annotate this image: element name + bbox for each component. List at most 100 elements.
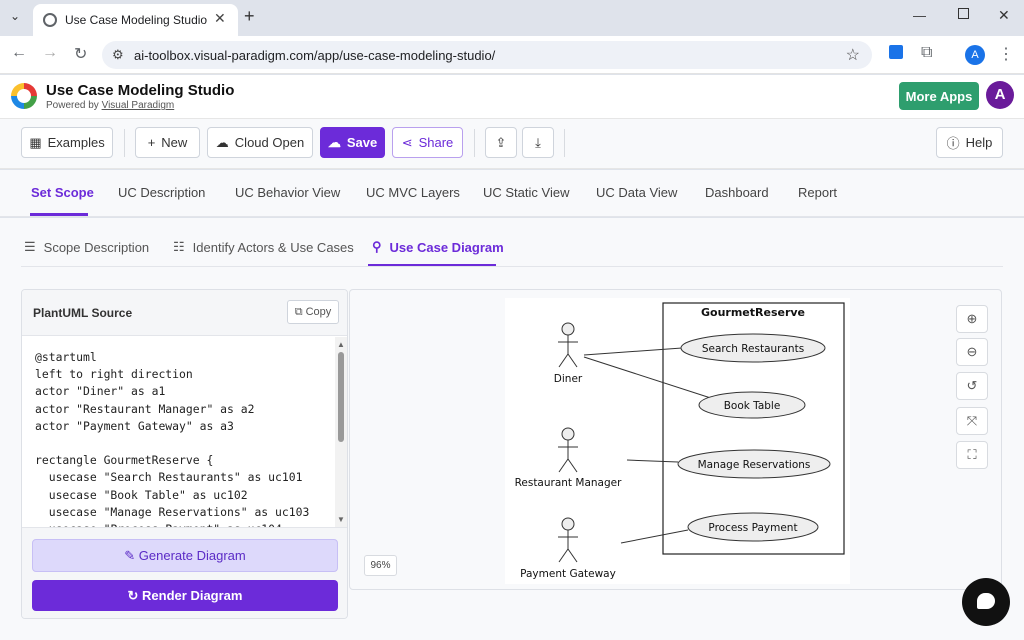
usecase-book-table[interactable] bbox=[698, 391, 806, 419]
usecase-label: Process Payment bbox=[708, 522, 797, 534]
zoom-in-icon[interactable]: ⊕ bbox=[956, 305, 988, 333]
usecase-label: Search Restaurants bbox=[702, 343, 804, 355]
maximize-icon[interactable] bbox=[958, 8, 969, 19]
fullscreen-icon[interactable]: ⛶ bbox=[956, 441, 988, 469]
system-name: GourmetReserve bbox=[701, 306, 805, 319]
upload-icon: ⇪ bbox=[495, 134, 507, 150]
actor-diner[interactable] bbox=[558, 322, 578, 368]
panel-footer: ✎ Generate Diagram ↻ Render Diagram bbox=[22, 527, 347, 618]
divider bbox=[124, 129, 125, 157]
new-button[interactable]: +New bbox=[135, 127, 200, 158]
browser-menu-icon[interactable]: ⋮ bbox=[998, 46, 1014, 63]
scroll-up-icon[interactable]: ▲ bbox=[337, 340, 345, 349]
usecase-manage-reservations[interactable] bbox=[677, 449, 831, 479]
extension-icon[interactable] bbox=[889, 45, 903, 59]
zoom-level: 96% bbox=[364, 555, 397, 576]
panel-header: PlantUML Source ⧉ Copy bbox=[22, 290, 347, 336]
associations bbox=[583, 347, 721, 544]
globe-icon bbox=[43, 13, 57, 27]
browser-tab[interactable]: Use Case Modeling Studio ✕ bbox=[33, 4, 238, 36]
divider bbox=[474, 129, 475, 157]
chat-bubble-icon[interactable] bbox=[962, 578, 1010, 626]
download-button[interactable]: ⤓ bbox=[522, 127, 554, 158]
use-case-diagram: GourmetReserve Diner Restaurant Manager … bbox=[505, 298, 850, 584]
subtab-scope-description[interactable]: ☰Scope Description bbox=[24, 239, 150, 255]
tab-uc-mvc-layers[interactable]: UC MVC Layers bbox=[366, 185, 460, 200]
close-window-icon[interactable]: ✕ bbox=[998, 7, 1010, 23]
actor-payment-gateway[interactable] bbox=[558, 517, 578, 563]
close-tab-icon[interactable]: ✕ bbox=[214, 10, 226, 26]
zoom-out-icon[interactable]: ⊖ bbox=[956, 338, 988, 366]
cloud-open-button[interactable]: ☁Cloud Open bbox=[207, 127, 313, 158]
browser-tab-title: Use Case Modeling Studio bbox=[65, 13, 208, 27]
usecase-process-payment[interactable] bbox=[687, 512, 819, 542]
plus-icon: + bbox=[147, 135, 156, 150]
subtab-identify-actors[interactable]: ☷Identify Actors & Use Cases bbox=[173, 239, 354, 255]
examples-icon: ▦ bbox=[29, 134, 42, 150]
tab-dashboard[interactable]: Dashboard bbox=[705, 185, 769, 200]
fit-to-screen-icon[interactable]: ⤧ bbox=[956, 407, 988, 435]
upload-button[interactable]: ⇪ bbox=[485, 127, 517, 158]
diagram-icon: ⚲ bbox=[372, 239, 382, 254]
usecase-label: Book Table bbox=[724, 400, 781, 412]
plantuml-panel: PlantUML Source ⧉ Copy @startuml left to… bbox=[21, 289, 348, 619]
scrollbar-thumb[interactable] bbox=[338, 352, 344, 442]
more-apps-button[interactable]: More Apps bbox=[899, 82, 979, 110]
main-tabs: Set Scope UC Description UC Behavior Vie… bbox=[0, 170, 1024, 217]
active-subtab-indicator bbox=[368, 264, 496, 266]
share-button[interactable]: ⋖Share bbox=[392, 127, 463, 158]
lines-icon: ☰ bbox=[24, 239, 36, 254]
generate-diagram-button[interactable]: ✎ Generate Diagram bbox=[32, 539, 338, 572]
tab-report[interactable]: Report bbox=[798, 185, 838, 200]
powered-by: Powered by Visual Paradigm bbox=[46, 100, 175, 111]
profile-avatar[interactable]: A bbox=[965, 45, 985, 65]
toolbar: ▦Examples +New ☁Cloud Open ☁Save ⋖Share … bbox=[0, 119, 1024, 169]
list-icon: ☷ bbox=[173, 239, 185, 254]
divider bbox=[21, 266, 1003, 267]
actor-label: Payment Gateway bbox=[520, 568, 616, 580]
tab-set-scope[interactable]: Set Scope bbox=[31, 185, 94, 200]
panel-title: PlantUML Source bbox=[33, 306, 133, 320]
back-icon[interactable]: ← bbox=[11, 44, 27, 61]
extensions-puzzle-icon[interactable]: ⧉ bbox=[921, 44, 933, 61]
active-tab-indicator bbox=[30, 213, 88, 216]
examples-button[interactable]: ▦Examples bbox=[21, 127, 113, 158]
subtab-use-case-diagram[interactable]: ⚲Use Case Diagram bbox=[372, 239, 504, 255]
usecase-search-restaurants[interactable] bbox=[680, 333, 826, 363]
refresh-icon: ↻ bbox=[127, 587, 143, 603]
forward-icon[interactable]: → bbox=[42, 44, 58, 61]
code-text[interactable]: @startuml left to right direction actor … bbox=[35, 350, 310, 527]
reload-icon[interactable]: ↻ bbox=[74, 46, 88, 63]
download-icon: ⤓ bbox=[535, 134, 541, 150]
cloud-icon: ☁ bbox=[215, 134, 229, 150]
code-editor[interactable]: @startuml left to right direction actor … bbox=[22, 337, 347, 527]
tab-uc-description[interactable]: UC Description bbox=[118, 185, 206, 200]
render-diagram-button[interactable]: ↻ Render Diagram bbox=[32, 580, 338, 611]
browser-tab-strip: ⌄ Use Case Modeling Studio ✕ + — ✕ bbox=[0, 0, 1024, 36]
scroll-down-icon[interactable]: ▼ bbox=[337, 515, 345, 524]
copy-button[interactable]: ⧉ Copy bbox=[287, 300, 339, 324]
tab-uc-static-view[interactable]: UC Static View bbox=[483, 185, 570, 200]
tab-uc-data-view[interactable]: UC Data View bbox=[596, 185, 678, 200]
bookmark-star-icon[interactable]: ☆ bbox=[845, 47, 860, 64]
minimize-icon[interactable]: — bbox=[913, 8, 926, 23]
cloud-save-icon: ☁ bbox=[327, 134, 341, 150]
user-avatar[interactable]: A bbox=[986, 81, 1014, 109]
divider bbox=[564, 129, 565, 157]
address-bar: ← → ↻ ⚙ ai-toolbox.visual-paradigm.com/a… bbox=[0, 36, 1024, 74]
url-field[interactable]: ⚙ ai-toolbox.visual-paradigm.com/app/use… bbox=[102, 41, 872, 69]
actor-restaurant-manager[interactable] bbox=[558, 427, 578, 473]
tab-search-icon[interactable]: ⌄ bbox=[10, 9, 21, 23]
sub-tabs: ☰Scope Description ☷Identify Actors & Us… bbox=[0, 218, 1024, 273]
visual-paradigm-link[interactable]: Visual Paradigm bbox=[101, 100, 175, 111]
actor-label: Diner bbox=[554, 373, 583, 385]
usecase-label: Manage Reservations bbox=[698, 459, 811, 471]
tab-uc-behavior-view[interactable]: UC Behavior View bbox=[235, 185, 341, 200]
site-info-icon[interactable]: ⚙ bbox=[112, 47, 124, 62]
diagram-panel: GourmetReserve Diner Restaurant Manager … bbox=[349, 289, 1002, 590]
new-tab-icon[interactable]: + bbox=[244, 6, 255, 26]
save-button[interactable]: ☁Save bbox=[320, 127, 385, 158]
share-icon: ⋖ bbox=[401, 134, 413, 150]
reset-view-icon[interactable]: ↺ bbox=[956, 372, 988, 400]
